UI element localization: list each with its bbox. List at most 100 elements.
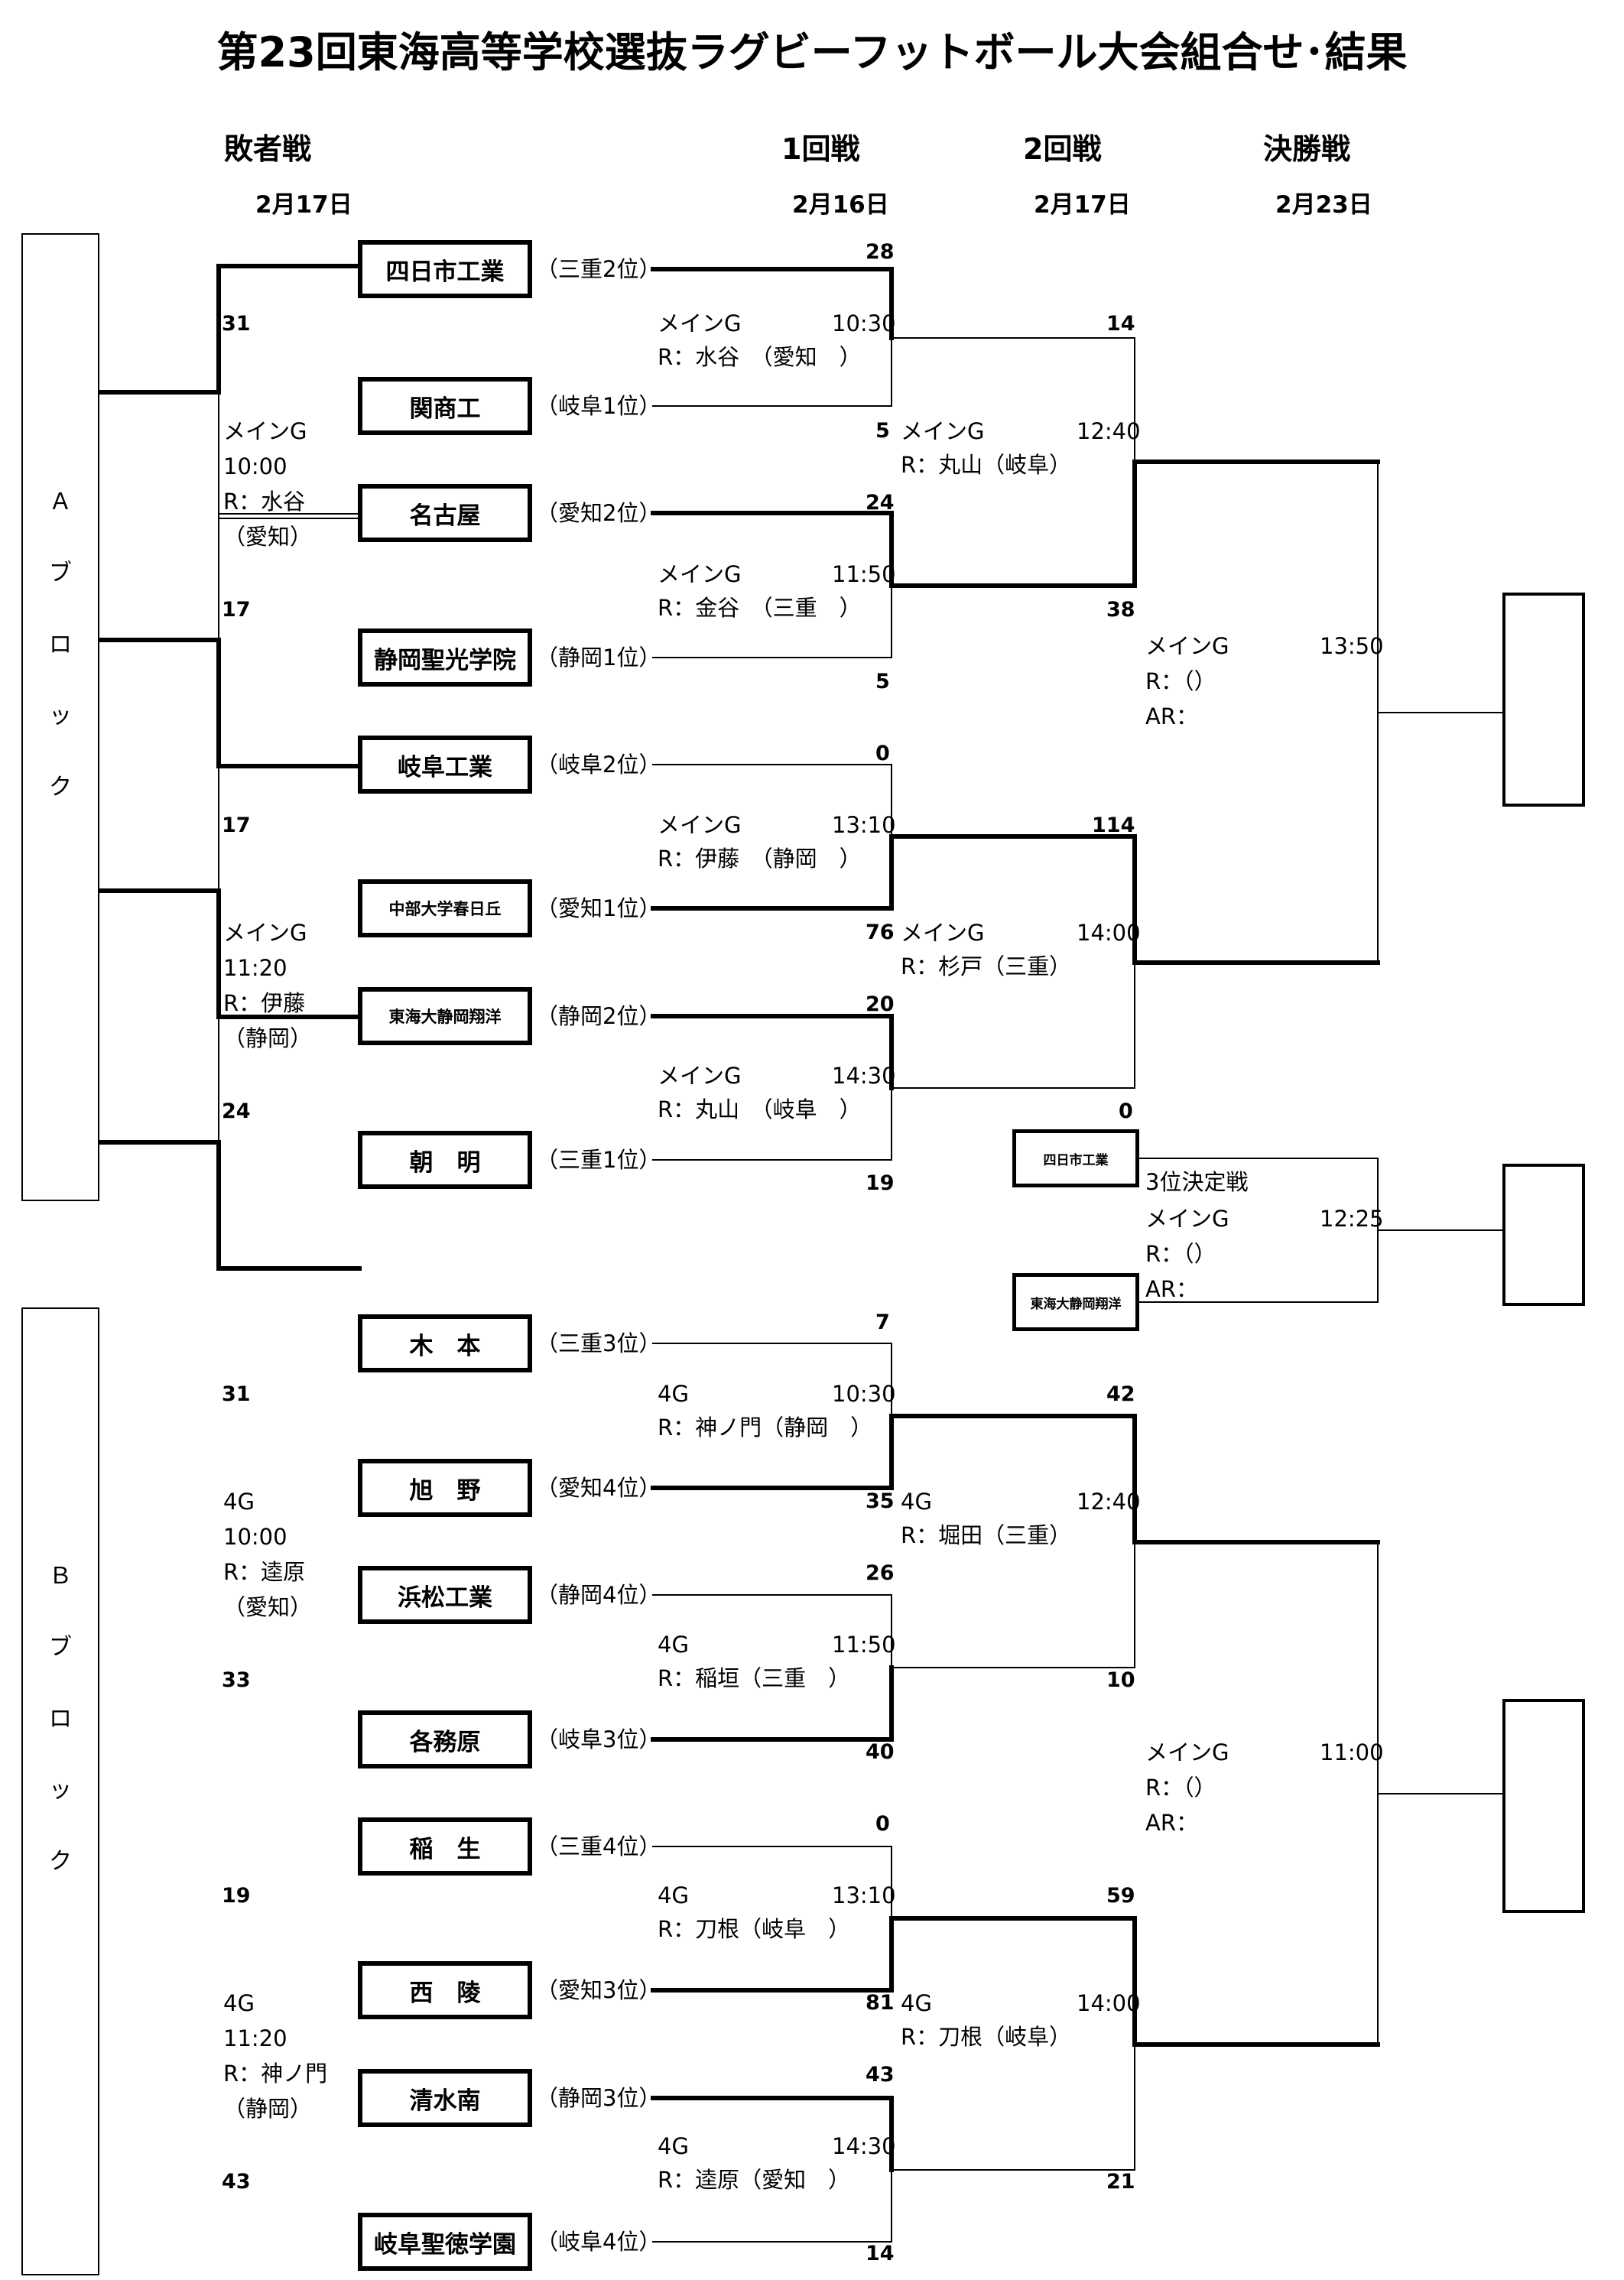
- final-a-referee: R：（）: [1145, 668, 1216, 694]
- r1-time: 13:10: [832, 1882, 896, 1908]
- r1-referee: R：刀根（岐阜 ）: [658, 1916, 851, 1942]
- r1-score: 28: [866, 240, 895, 264]
- team-seed-label: （三重4位）: [536, 1833, 661, 1859]
- r1-score: 43: [866, 2063, 895, 2087]
- team-seed-label: （三重2位）: [536, 256, 661, 282]
- block-a-char: ク: [49, 774, 72, 801]
- third-place-referee: R：（）: [1145, 1241, 1216, 1267]
- r1-score: 14: [866, 2242, 895, 2265]
- team-seed-label: （愛知3位）: [536, 1977, 661, 2003]
- r1-score: 0: [875, 742, 890, 765]
- r1-score: 7: [875, 1311, 890, 1334]
- third-place-team-box: 東海大静岡翔洋: [1012, 1273, 1139, 1331]
- third-place-venue: メインG: [1145, 1206, 1229, 1232]
- team-seed-label: （三重1位）: [536, 1147, 661, 1173]
- block-a-char: ブ: [49, 560, 72, 586]
- r1-time: 11:50: [832, 561, 896, 587]
- team-seed-label: （静岡3位）: [536, 2085, 661, 2111]
- r1-referee: R：丸山 （岐阜 ）: [658, 1096, 862, 1122]
- final-b-time: 11:00: [1320, 1739, 1384, 1765]
- loser-round-header: 敗者戦: [224, 132, 312, 166]
- r1-referee: R：逵原（愛知 ）: [658, 2167, 851, 2193]
- r1-score: 5: [875, 670, 890, 693]
- loser-time: 10:00: [223, 1524, 287, 1550]
- loser-time: 11:20: [223, 955, 287, 981]
- team-seed-label: （岐阜2位）: [536, 752, 661, 778]
- team-name-box: 岐阜聖徳学園: [358, 2213, 532, 2271]
- round1-header: 1回戦: [781, 132, 860, 166]
- final-b-result-box: [1502, 1699, 1585, 1913]
- r1-time: 10:30: [832, 310, 896, 336]
- r1-score: 5: [875, 419, 890, 443]
- loser-score: 31: [222, 312, 251, 336]
- r1-venue: 4G: [658, 2133, 689, 2159]
- loser-referee-pref: （愛知）: [223, 524, 313, 550]
- loser-score: 31: [222, 1382, 251, 1406]
- r1-score: 26: [866, 1561, 895, 1585]
- r2-venue: 4G: [901, 1489, 932, 1515]
- loser-referee: R：逵原: [223, 1559, 306, 1585]
- r1-referee: R：金谷 （三重 ）: [658, 595, 862, 621]
- r1-venue: メインG: [658, 812, 742, 838]
- r2-time: 14:00: [1077, 920, 1141, 946]
- final-b-ar: AR：: [1145, 1810, 1198, 1836]
- loser-referee-pref: （愛知）: [223, 1594, 313, 1620]
- team-seed-label: （岐阜3位）: [536, 1726, 661, 1752]
- loser-score: 17: [222, 598, 251, 622]
- team-name-box: 旭 野: [358, 1459, 532, 1517]
- team-name-box: 朝 明: [358, 1131, 532, 1189]
- r2-score: 59: [1106, 1884, 1135, 1908]
- r1-score: 81: [866, 1991, 895, 2015]
- r2-time: 12:40: [1077, 1489, 1141, 1515]
- loser-referee: R：伊藤: [223, 990, 306, 1016]
- team-name-box: 清水南: [358, 2069, 532, 2127]
- loser-referee-pref: （静岡）: [223, 2096, 313, 2122]
- team-name-box: 四日市工業: [358, 240, 532, 298]
- r2-referee: R：刀根（岐阜）: [901, 2024, 1072, 2050]
- final-b-venue: メインG: [1145, 1739, 1229, 1765]
- r1-referee: R：伊藤 （静岡 ）: [658, 846, 862, 872]
- team-seed-label: （三重3位）: [536, 1330, 661, 1356]
- team-name-box: 名古屋: [358, 484, 532, 542]
- loser-venue: メインG: [223, 418, 307, 444]
- r1-venue: 4G: [658, 1381, 689, 1407]
- loser-time: 10:00: [223, 453, 287, 479]
- r1-score: 40: [866, 1740, 895, 1764]
- round1-date: 2月16日: [792, 191, 889, 219]
- r1-venue: メインG: [658, 310, 742, 336]
- final-a-ar: AR：: [1145, 703, 1198, 729]
- final-b-referee: R：（）: [1145, 1775, 1216, 1801]
- third-place-result-box: [1502, 1164, 1585, 1306]
- team-seed-label: （愛知1位）: [536, 895, 661, 921]
- loser-score: 24: [222, 1099, 251, 1123]
- loser-score: 33: [222, 1668, 251, 1692]
- r2-venue: 4G: [901, 1990, 932, 2016]
- r2-score: 14: [1106, 312, 1135, 336]
- r1-time: 13:10: [832, 812, 896, 838]
- final-header: 決勝戦: [1263, 132, 1351, 166]
- third-place-ar: AR：: [1145, 1276, 1198, 1302]
- team-name-box: 木 本: [358, 1314, 532, 1372]
- loser-time: 11:20: [223, 2025, 287, 2051]
- third-place-team-box: 四日市工業: [1012, 1129, 1139, 1187]
- loser-referee: R：神ノ門: [223, 2061, 328, 2087]
- team-seed-label: （愛知2位）: [536, 500, 661, 526]
- r2-time: 12:40: [1077, 418, 1141, 444]
- final-a-venue: メインG: [1145, 633, 1229, 659]
- team-name-box: 中部大学春日丘: [358, 879, 532, 937]
- loser-venue: メインG: [223, 920, 307, 946]
- block-a-char: ッ: [49, 703, 72, 729]
- block-b-char: Ｂ: [49, 1563, 72, 1590]
- team-name-box: 各務原: [358, 1710, 532, 1768]
- r2-score: 38: [1106, 598, 1135, 622]
- block-b-char: ロ: [49, 1706, 72, 1733]
- third-place-time: 12:25: [1320, 1206, 1384, 1232]
- final-a-result-box: [1502, 593, 1585, 807]
- r1-score: 24: [866, 491, 895, 515]
- loser-venue: 4G: [223, 1990, 255, 2016]
- final-a-time: 13:50: [1320, 633, 1384, 659]
- team-seed-label: （岐阜4位）: [536, 2229, 661, 2255]
- r2-score: 114: [1092, 814, 1135, 837]
- r1-score: 35: [866, 1489, 895, 1513]
- block-a-frame: Ａ ブ ロ ッ ク: [21, 233, 99, 1201]
